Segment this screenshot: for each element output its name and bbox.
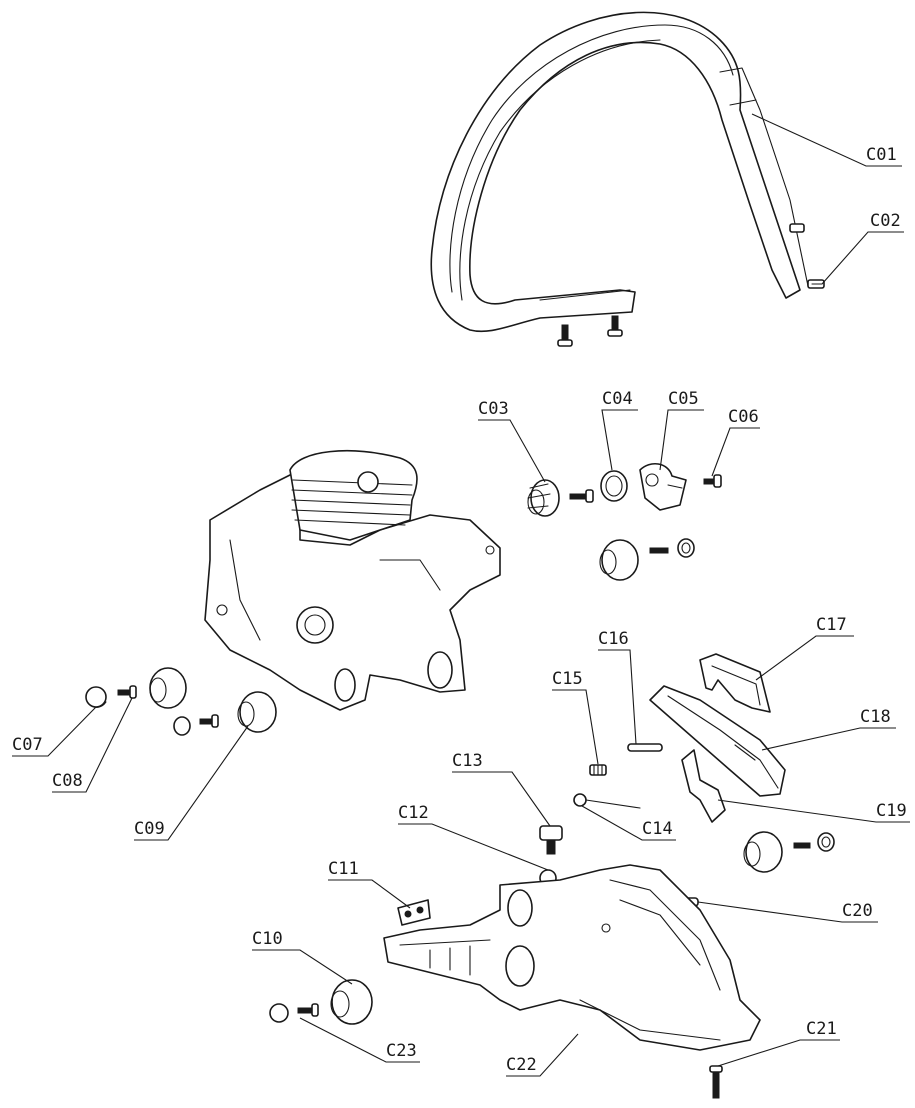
- label-c04: C04: [602, 389, 633, 409]
- part-c16-pin: [627, 743, 663, 752]
- label-c17: C17: [816, 615, 847, 635]
- part-crankcase: [204, 450, 501, 711]
- part-front-handle: [430, 11, 809, 333]
- part-c07-cap: [85, 686, 107, 708]
- buffer-right-lower: [743, 831, 835, 873]
- label-c07: C07: [12, 735, 43, 755]
- buffer-mid-right: [599, 538, 695, 581]
- buffer-left-top: [149, 667, 187, 709]
- label-c10: C10: [252, 929, 283, 949]
- label-c13: C13: [452, 751, 483, 771]
- screw-c02: [789, 223, 825, 289]
- part-c19-trigger: [681, 749, 726, 823]
- label-c05: C05: [668, 389, 699, 409]
- screw-c06: [703, 474, 722, 488]
- label-c21: C21: [806, 1019, 837, 1039]
- label-c22: C22: [506, 1055, 537, 1075]
- part-c18-throttle-grip: [649, 685, 786, 797]
- callout-labels: C01 C02 C03 C04 C05 C06 C07 C08 C09 C10 …: [12, 145, 907, 1075]
- label-c19: C19: [876, 801, 907, 821]
- part-c22-rear-handle: [383, 864, 761, 1051]
- label-c06: C06: [728, 407, 759, 427]
- label-c03: C03: [478, 399, 509, 419]
- label-c23: C23: [386, 1041, 417, 1061]
- label-c01: C01: [866, 145, 897, 165]
- label-c15: C15: [552, 669, 583, 689]
- part-c10-buffer: [330, 979, 373, 1025]
- part-c09-buffer: [237, 691, 277, 733]
- part-c17-cover: [699, 653, 771, 713]
- label-c16: C16: [598, 629, 629, 649]
- label-c14: C14: [642, 819, 673, 839]
- part-c23-cap: [269, 1003, 319, 1023]
- part-c15-spring: [589, 764, 607, 776]
- cap-left-small: [173, 714, 219, 736]
- part-c21-screw: [709, 1065, 723, 1099]
- part-c13-bolt: [539, 825, 563, 855]
- part-c11-clip: [397, 899, 431, 926]
- label-c11: C11: [328, 859, 359, 879]
- screw-c03: [569, 489, 594, 503]
- label-c12: C12: [398, 803, 429, 823]
- label-c20: C20: [842, 901, 873, 921]
- part-c14-pin: [573, 793, 641, 809]
- label-c09: C09: [134, 819, 165, 839]
- part-c05-bracket: [639, 463, 687, 511]
- screw-handle-bottom: [557, 315, 623, 347]
- part-c03-buffer: [527, 479, 560, 517]
- label-c02: C02: [870, 211, 901, 231]
- part-c04-ring: [600, 470, 628, 502]
- label-c18: C18: [860, 707, 891, 727]
- label-c08: C08: [52, 771, 83, 791]
- screw-c08: [117, 685, 137, 699]
- leader-lines: [12, 113, 910, 1077]
